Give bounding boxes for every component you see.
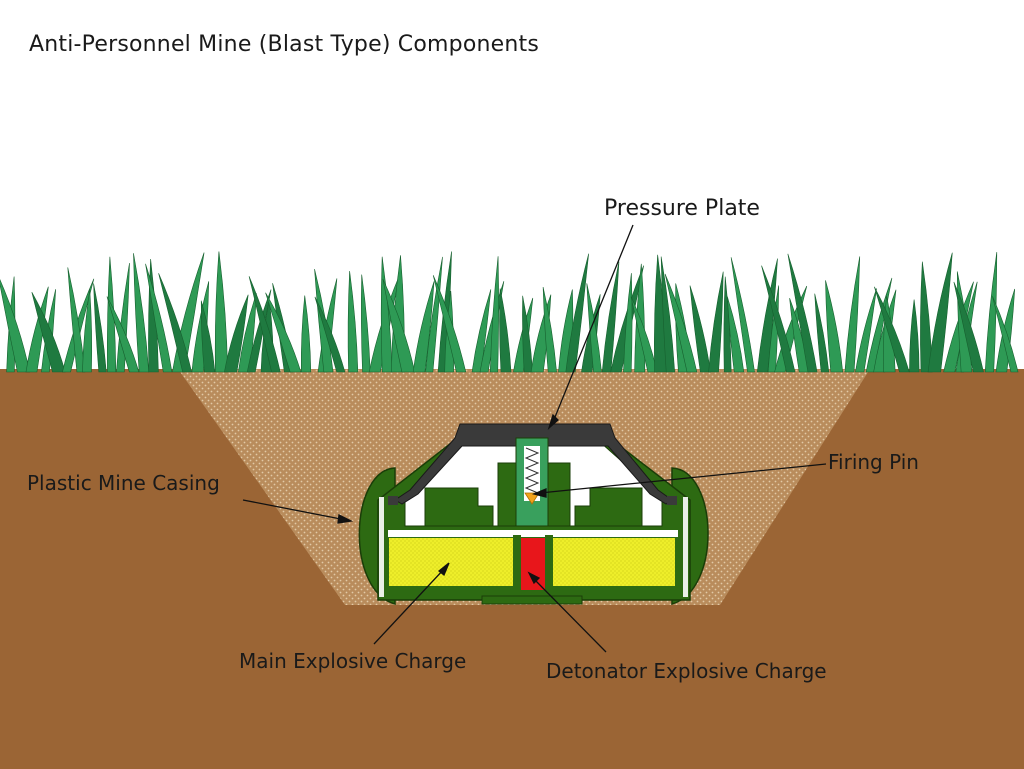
grass-blade: [927, 252, 953, 373]
grass-blade: [855, 288, 877, 373]
grass-blade: [630, 296, 658, 373]
label-plastic-mine-casing: Plastic Mine Casing: [27, 471, 220, 495]
leader-lines: [242, 224, 827, 653]
grass-blade: [314, 296, 346, 373]
grass-blade: [522, 295, 533, 373]
diagram-title: Anti-Personnel Mine (Blast Type) Compone…: [29, 32, 539, 57]
grass-blade: [31, 292, 66, 373]
grass-blade: [787, 253, 818, 373]
grass-blade: [542, 286, 557, 373]
grass-blade: [145, 263, 173, 373]
grass-blade: [82, 289, 93, 373]
grass-blade: [93, 283, 107, 373]
firing-pin: [515, 437, 549, 527]
grass-blade: [708, 271, 724, 373]
label-main-explosive-charge: Main Explosive Charge: [239, 649, 467, 673]
grass-blade: [623, 273, 633, 373]
grass-blade: [689, 285, 711, 373]
label-detonator-explosive-charge: Detonator Explosive Charge: [546, 659, 827, 683]
grass-blade: [214, 251, 228, 373]
grass-blade: [727, 296, 745, 373]
label-pressure-plate: Pressure Plate: [604, 196, 760, 221]
grass-blade: [425, 256, 443, 373]
grass-blade: [265, 292, 302, 373]
grass-blade: [920, 261, 933, 373]
grass: [0, 251, 1019, 373]
grass-blade: [953, 281, 984, 373]
grass-blade: [248, 276, 281, 373]
grass-blade: [106, 296, 140, 373]
grass-blade: [0, 279, 31, 373]
grass-blade: [874, 286, 910, 373]
grass-blade: [432, 275, 467, 373]
grass-blade: [106, 256, 117, 373]
grass-blade: [67, 267, 86, 373]
grass-blade: [347, 270, 359, 373]
grass-blade: [133, 253, 150, 373]
grass-blade: [565, 253, 589, 373]
grass-blade: [825, 280, 844, 373]
main-explosive-charge: [389, 538, 675, 586]
grass-blade: [844, 256, 861, 373]
detonator-explosive-charge: [513, 535, 553, 591]
grass-blade: [489, 256, 499, 373]
grass-blade: [723, 276, 732, 373]
grass-blade: [814, 293, 830, 373]
grass-blade: [300, 295, 312, 373]
grass-blade: [224, 294, 249, 373]
grass-blade: [730, 257, 755, 373]
grass-blade: [761, 265, 796, 373]
grass-blade: [382, 278, 416, 373]
grass-blade: [601, 261, 620, 373]
grass-blade: [664, 273, 698, 373]
label-firing-pin: Firing Pin: [828, 450, 919, 474]
grass-blade: [200, 300, 216, 373]
grass-blade: [499, 288, 512, 373]
grass-blade: [992, 296, 1019, 373]
grass-blade: [25, 286, 49, 373]
grass-blade: [158, 273, 192, 373]
grass-blade: [984, 252, 998, 373]
grass-blade: [361, 274, 371, 373]
grass-blade: [586, 283, 602, 373]
pressure-plate: [388, 423, 677, 505]
grass-blade: [660, 256, 676, 373]
grass-blade: [909, 299, 920, 373]
grass-blade: [246, 289, 272, 373]
